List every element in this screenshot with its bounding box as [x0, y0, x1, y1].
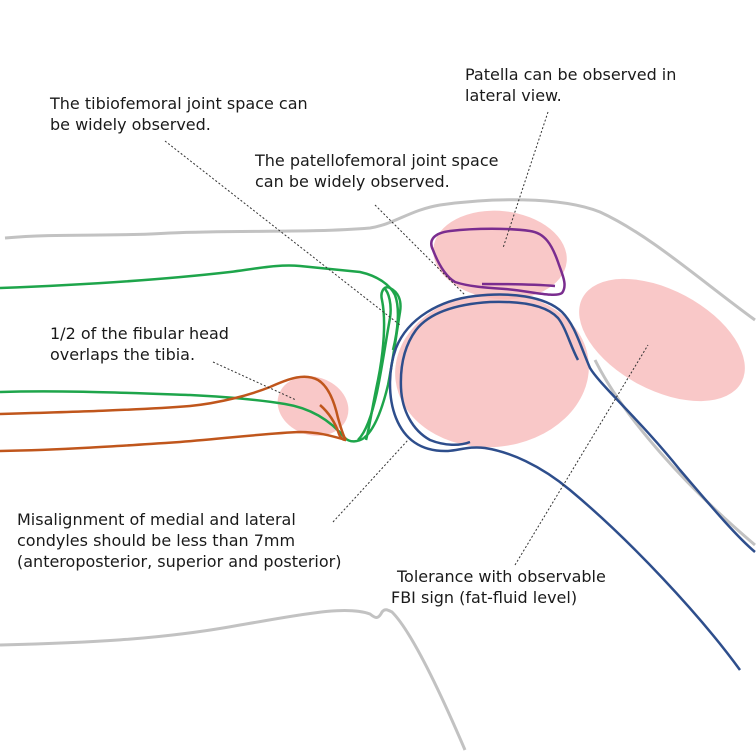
- femur-condyle-inner: [357, 287, 392, 441]
- fibular-head-annotation: 1/2 of the fibular head overlaps the tib…: [50, 324, 229, 364]
- patella-outline: [430, 227, 566, 297]
- highlight-regions: [277, 210, 745, 448]
- leader-fibular-head: [212, 361, 297, 401]
- patella-articular-line: [481, 282, 556, 288]
- leader-lines: [164, 111, 649, 566]
- calf-outline: [593, 359, 756, 547]
- condyle-outline-outer: [388, 293, 756, 671]
- patella-highlight: [433, 210, 567, 300]
- femur-outline-upper: [0, 264, 400, 351]
- patella-annotation: Patella can be observed in lateral view.: [465, 65, 677, 105]
- fibula-shaft-upper: [0, 375, 348, 441]
- patellofemoral-annotation: The patellofemoral joint space can be wi…: [255, 151, 499, 191]
- leader-misalignment: [332, 439, 409, 523]
- condyle-outline-inner: [399, 300, 580, 446]
- fibula-shaft-lower: [0, 430, 347, 453]
- leader-fbi: [514, 344, 649, 566]
- leg-outline-lower: [0, 608, 467, 751]
- leader-patellofemoral: [374, 204, 466, 296]
- femur-condyle-outline: [363, 286, 402, 441]
- fat-pad-highlight: [579, 278, 745, 402]
- femoral-condyles: [388, 293, 756, 671]
- fibula: [0, 375, 348, 453]
- leader-tibiofemoral: [164, 140, 401, 326]
- thigh-outline-upper: [4, 198, 756, 322]
- condyle-highlight: [395, 292, 589, 448]
- fbi-annotation-line-2: FBI sign (fat-fluid level): [391, 588, 578, 607]
- patella: [430, 227, 566, 297]
- misalignment-annotation: Misalignment of medial and lateral condy…: [17, 510, 342, 571]
- tibiofemoral-annotation: The tibiofemoral joint space can be wide…: [50, 94, 308, 134]
- fibular-head-highlight: [277, 376, 349, 436]
- fibular-head-outline: [319, 404, 347, 442]
- fbi-annotation-line-1: Tolerance with observable: [397, 567, 606, 586]
